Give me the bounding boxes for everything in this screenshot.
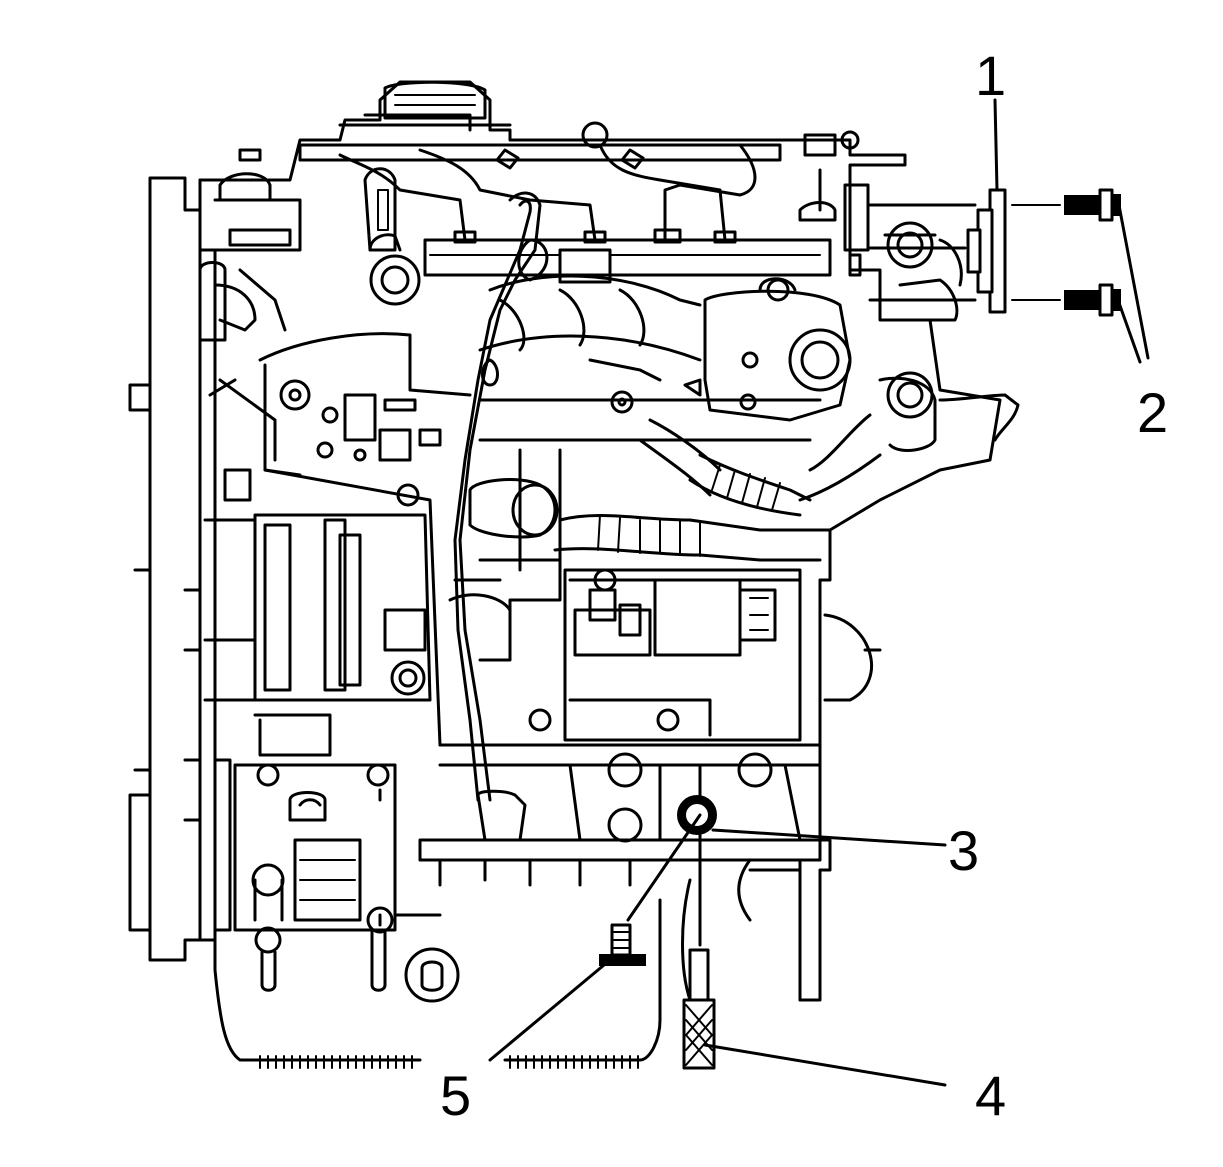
callout-2: 2: [1137, 381, 1168, 444]
callout-3: 3: [948, 819, 979, 882]
seal-ring-part: [677, 795, 717, 835]
bolt-part: [1064, 188, 1121, 317]
callout-5: 5: [440, 1064, 471, 1127]
callout-4: 4: [975, 1064, 1006, 1127]
tool-drift-part: [682, 948, 716, 1070]
engine-illustration: [128, 80, 1020, 1069]
callout-1: 1: [975, 44, 1006, 107]
sensor-part: [966, 188, 1061, 314]
callout-labels: 1 2 3 4 5: [440, 44, 1168, 1127]
gasket-marks-right: [509, 1055, 639, 1069]
gasket-marks-left: [259, 1055, 413, 1069]
plug-bolt-part: [599, 923, 646, 966]
leader-lines: [488, 98, 1150, 1087]
